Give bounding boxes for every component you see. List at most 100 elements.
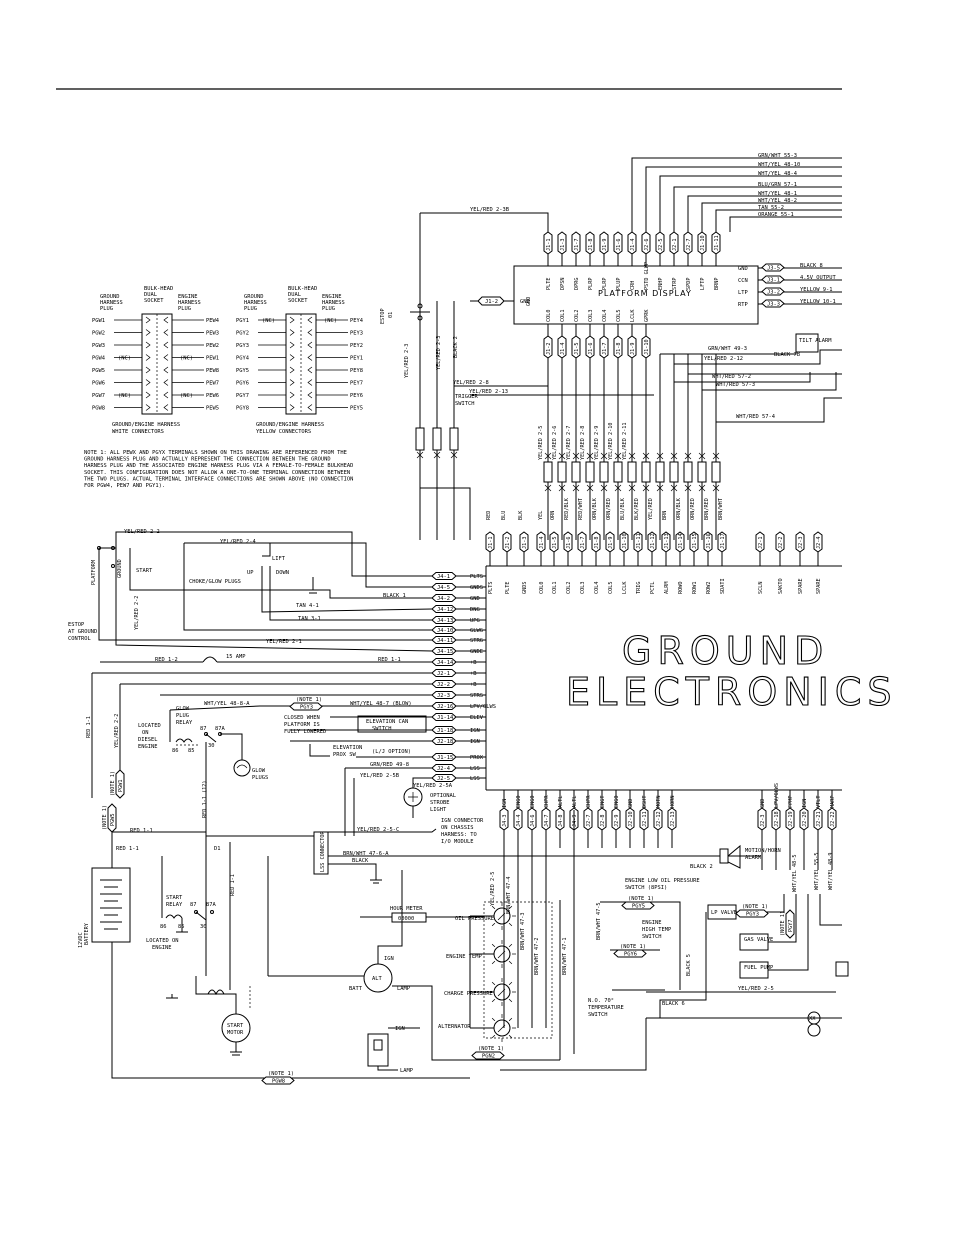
svg-text:01: 01 bbox=[388, 312, 394, 318]
svg-text:YEL/RED 2-5-C: YEL/RED 2-5-C bbox=[357, 827, 399, 833]
connector-label: J2-11 bbox=[642, 811, 648, 827]
display-pin: ENHP bbox=[658, 278, 664, 291]
harness-pin-right: PEW6 bbox=[206, 393, 219, 399]
wire-label: YEL/RED 2-8 bbox=[580, 426, 586, 460]
svg-text:D1: D1 bbox=[214, 846, 221, 852]
svg-text:ON: ON bbox=[142, 730, 149, 736]
wire-color-label: BRN/RED bbox=[704, 498, 710, 520]
connector-label: J4-14 bbox=[437, 660, 453, 666]
svg-text:PLATFORM IS: PLATFORM IS bbox=[284, 722, 320, 728]
svg-text:LSS CONNECTOR: LSS CONNECTOR bbox=[320, 831, 326, 872]
harness-pin-left: PGY7 bbox=[236, 393, 249, 399]
wire-label: YEL/RED 2-6 bbox=[552, 426, 558, 460]
display-pin: PSTD GLWP bbox=[644, 262, 650, 290]
connector-label: J2-18 bbox=[437, 739, 453, 745]
wire-label: YEL/RED 2-10 bbox=[608, 423, 614, 460]
svg-text:(NOTE 1): (NOTE 1) bbox=[102, 805, 108, 830]
ground-pin: DNG bbox=[470, 607, 480, 613]
connector-tag: J3-2 bbox=[761, 287, 785, 296]
harness-white-table: GROUNDHARNESSPLUGBULK-HEADDUALSOCKETENGI… bbox=[92, 286, 219, 435]
connector-tag: J1-10 bbox=[619, 531, 629, 553]
svg-text:BLACK: BLACK bbox=[352, 858, 369, 864]
harness-pin-left: PGY5 bbox=[236, 368, 249, 374]
connector-label: J2-16 bbox=[437, 704, 453, 710]
connector-label: J1-10 bbox=[622, 533, 628, 549]
connector-label: J2-3 bbox=[798, 537, 804, 550]
ground-pin: MARP bbox=[830, 796, 836, 809]
harness-pin-right: PEW2 bbox=[206, 343, 219, 349]
connector-tag: J2-2 bbox=[775, 531, 785, 553]
connector-tag: J1-6 bbox=[613, 231, 623, 255]
svg-text:PLUG: PLUG bbox=[176, 713, 189, 719]
connector-label: J4-8 bbox=[558, 815, 564, 828]
tilt-alarm: TILT ALARM bbox=[795, 333, 832, 353]
harness-header: HARNESS bbox=[322, 300, 345, 306]
svg-text:RED 1-1: RED 1-1 bbox=[378, 657, 401, 663]
svg-text:DIESEL: DIESEL bbox=[138, 737, 157, 743]
svg-text:PGN2: PGN2 bbox=[482, 1054, 495, 1060]
connector-label: J2-18 bbox=[774, 811, 780, 827]
wire-color-label: BLU/BLK bbox=[620, 497, 626, 520]
connector-tag: J2-8 bbox=[597, 807, 607, 831]
connector-tag: J1-4 bbox=[557, 335, 567, 359]
connector-label: J2-7 bbox=[686, 239, 692, 252]
harness-header: SOCKET bbox=[288, 298, 308, 304]
svg-text:LIFT: LIFT bbox=[272, 556, 286, 562]
connector-label: J1-7 bbox=[574, 239, 580, 252]
top-wire-label: WHT/YEL 48-1 bbox=[758, 191, 797, 197]
note-tag: (NOTE 1)PGY5 bbox=[621, 896, 655, 910]
svg-text:87A: 87A bbox=[206, 902, 216, 908]
svg-text:IGN: IGN bbox=[384, 956, 394, 962]
svg-text:YEL/RED 2-3: YEL/RED 2-3 bbox=[436, 336, 442, 370]
wire-label: WHT/RED 57-2 bbox=[712, 374, 751, 380]
harness-header: DUAL bbox=[144, 292, 157, 298]
wire-label: BRN/WHT 47-2 bbox=[534, 938, 540, 975]
svg-text:SWITCH: SWITCH bbox=[455, 401, 474, 407]
connector-label: J4-2 bbox=[437, 596, 450, 602]
svg-text:ENGINE TEMP: ENGINE TEMP bbox=[446, 954, 482, 960]
connector-label: J2-6 bbox=[644, 239, 650, 252]
svg-text:OPTIONAL: OPTIONAL bbox=[430, 793, 456, 799]
ground-pin: IGN bbox=[502, 799, 508, 808]
connector-tag: J2-4 bbox=[813, 531, 823, 553]
connector-label: J2-10 bbox=[628, 811, 634, 827]
svg-text:STROBE: STROBE bbox=[430, 800, 449, 806]
harness-header: BULK-HEAD bbox=[288, 286, 317, 292]
ground-pin: STRG bbox=[470, 638, 483, 644]
display-pin: SPDP bbox=[686, 278, 692, 291]
ground-pin: +B bbox=[470, 682, 477, 688]
display-pin: COL2 bbox=[574, 310, 580, 323]
svg-text:IGN: IGN bbox=[395, 1026, 405, 1032]
connector-label: J2-1 bbox=[672, 239, 678, 252]
display-pin: PLTE bbox=[546, 278, 552, 291]
wire-label: BLACK 7B bbox=[774, 352, 800, 358]
wire-color-label: ORN/BLK bbox=[676, 497, 682, 520]
ground-pin: SPARE bbox=[816, 578, 822, 594]
top-wire-label: WHT/YEL 48-4 bbox=[758, 171, 797, 177]
inline-connectors bbox=[415, 427, 721, 540]
note-line: GROUND HARNESS PLUG AND ACTUALLY REPRESE… bbox=[84, 457, 331, 463]
harness-pin-left: PGY3 bbox=[236, 343, 249, 349]
connector-tag: J2-16 bbox=[431, 702, 457, 710]
display-pin: LFTP bbox=[700, 278, 706, 291]
display-pin: DPRG bbox=[574, 278, 580, 291]
connector-label: J2-13 bbox=[670, 811, 676, 827]
ground-pin: PLTS bbox=[488, 582, 494, 595]
svg-text:PGY3: PGY3 bbox=[746, 912, 759, 918]
ground-pin: PCTL bbox=[650, 582, 656, 595]
svg-text:START: START bbox=[166, 895, 183, 901]
connector-tag: J1-7 bbox=[571, 231, 581, 255]
svg-text:ELEVATION CAN: ELEVATION CAN bbox=[366, 719, 408, 725]
connector-tag: J2-1 bbox=[669, 231, 679, 255]
svg-text:YEL/RED 2-5B: YEL/RED 2-5B bbox=[360, 773, 399, 779]
svg-text:PGW5: PGW5 bbox=[110, 814, 116, 827]
svg-text:RELAY: RELAY bbox=[166, 902, 183, 908]
top-wire-label: WHT/YEL 48-2 bbox=[758, 198, 797, 204]
connector-label: J1-4 bbox=[539, 537, 545, 550]
note-line: FOR PGW4, PEW7 AND PGY1). bbox=[84, 483, 165, 489]
ground-pin: STRS bbox=[470, 693, 483, 699]
wire-color-label: BRN bbox=[662, 511, 668, 520]
ground-pin: GNDE bbox=[470, 649, 483, 655]
ground-pin: FPMP bbox=[788, 796, 794, 809]
